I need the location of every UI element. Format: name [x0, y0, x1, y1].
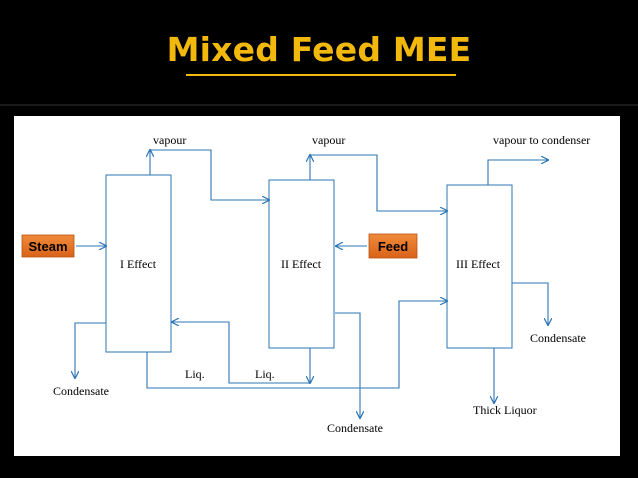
effect-1-label: I Effect [120, 257, 157, 271]
vapour-1-line [150, 149, 269, 200]
condensate-1-label: Condensate [53, 384, 109, 398]
slide-title: Mixed Feed MEE [166, 30, 472, 69]
condensate-3-line [512, 282, 548, 325]
steam-tag-box [21, 234, 75, 258]
effect-3-vessel [446, 184, 513, 349]
liquor-1-label: Liq. [185, 367, 205, 381]
condensate-1-line [75, 322, 106, 378]
vapour-2-line [310, 154, 447, 211]
liquor-2-label: Liq. [255, 367, 275, 381]
condensate-3-label: Condensate [530, 331, 586, 345]
feed-tag-box [368, 233, 418, 259]
vapour-1-label: vapour [153, 133, 186, 147]
condensate-2-label: Condensate [327, 421, 383, 435]
effect-2-label: II Effect [281, 257, 322, 271]
condensate-2-line [335, 312, 360, 418]
liquor-to-effect-3-line [146, 301, 447, 389]
vapour-to-condenser-line [487, 160, 548, 185]
feed-tag: Feed [368, 233, 418, 259]
vapour-to-condenser-label: vapour to condenser [493, 133, 590, 147]
vapour-2-label: vapour [312, 133, 345, 147]
feed-label: Feed [378, 239, 408, 254]
effect-2-vessel [268, 179, 335, 349]
title-underline [186, 74, 456, 76]
effect-1-vessel [105, 174, 172, 353]
thick-liquor-label: Thick Liquor [473, 403, 537, 417]
steam-label: Steam [28, 239, 67, 254]
effect-3-label: III Effect [456, 257, 501, 271]
steam-tag: Steam [21, 234, 75, 258]
title-bar: Mixed Feed MEE [0, 0, 638, 106]
liquor-to-effect-1-line [172, 322, 310, 384]
